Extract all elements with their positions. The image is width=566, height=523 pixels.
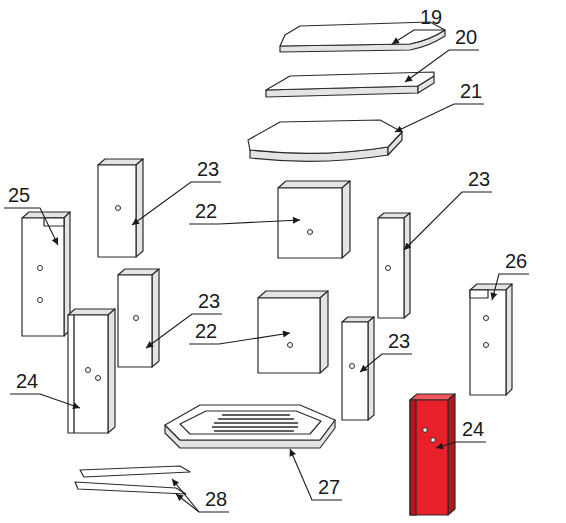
back-brick bbox=[258, 291, 328, 373]
callout-number: 23 bbox=[388, 330, 410, 353]
callout-number: 21 bbox=[460, 80, 482, 103]
callout-number: 23 bbox=[468, 168, 490, 191]
callout-number: 27 bbox=[318, 476, 340, 499]
side-panel bbox=[68, 309, 115, 433]
callout-number: 22 bbox=[195, 320, 217, 343]
side-brick bbox=[98, 159, 143, 257]
plate bbox=[266, 72, 434, 97]
callout-number: 26 bbox=[505, 250, 527, 273]
callout-number: 19 bbox=[420, 6, 442, 29]
callout-number: 20 bbox=[455, 26, 477, 49]
baffle-plate bbox=[248, 120, 402, 161]
back-brick bbox=[278, 181, 350, 258]
leader-lines bbox=[4, 30, 529, 512]
callout-number: 28 bbox=[205, 488, 227, 511]
callout-number: 23 bbox=[197, 158, 219, 181]
highlighted-panel bbox=[410, 394, 455, 515]
callout-number: 24 bbox=[16, 370, 38, 393]
callout-number: 24 bbox=[462, 418, 484, 441]
side-brick bbox=[118, 269, 159, 367]
callout-number: 25 bbox=[8, 184, 30, 207]
callout-number: 22 bbox=[195, 200, 217, 223]
callout-number: 23 bbox=[198, 290, 220, 313]
side-panel bbox=[22, 212, 70, 336]
grate-tray bbox=[165, 405, 335, 448]
side-brick bbox=[342, 317, 374, 420]
side-panel bbox=[470, 284, 512, 395]
side-brick bbox=[378, 213, 410, 318]
